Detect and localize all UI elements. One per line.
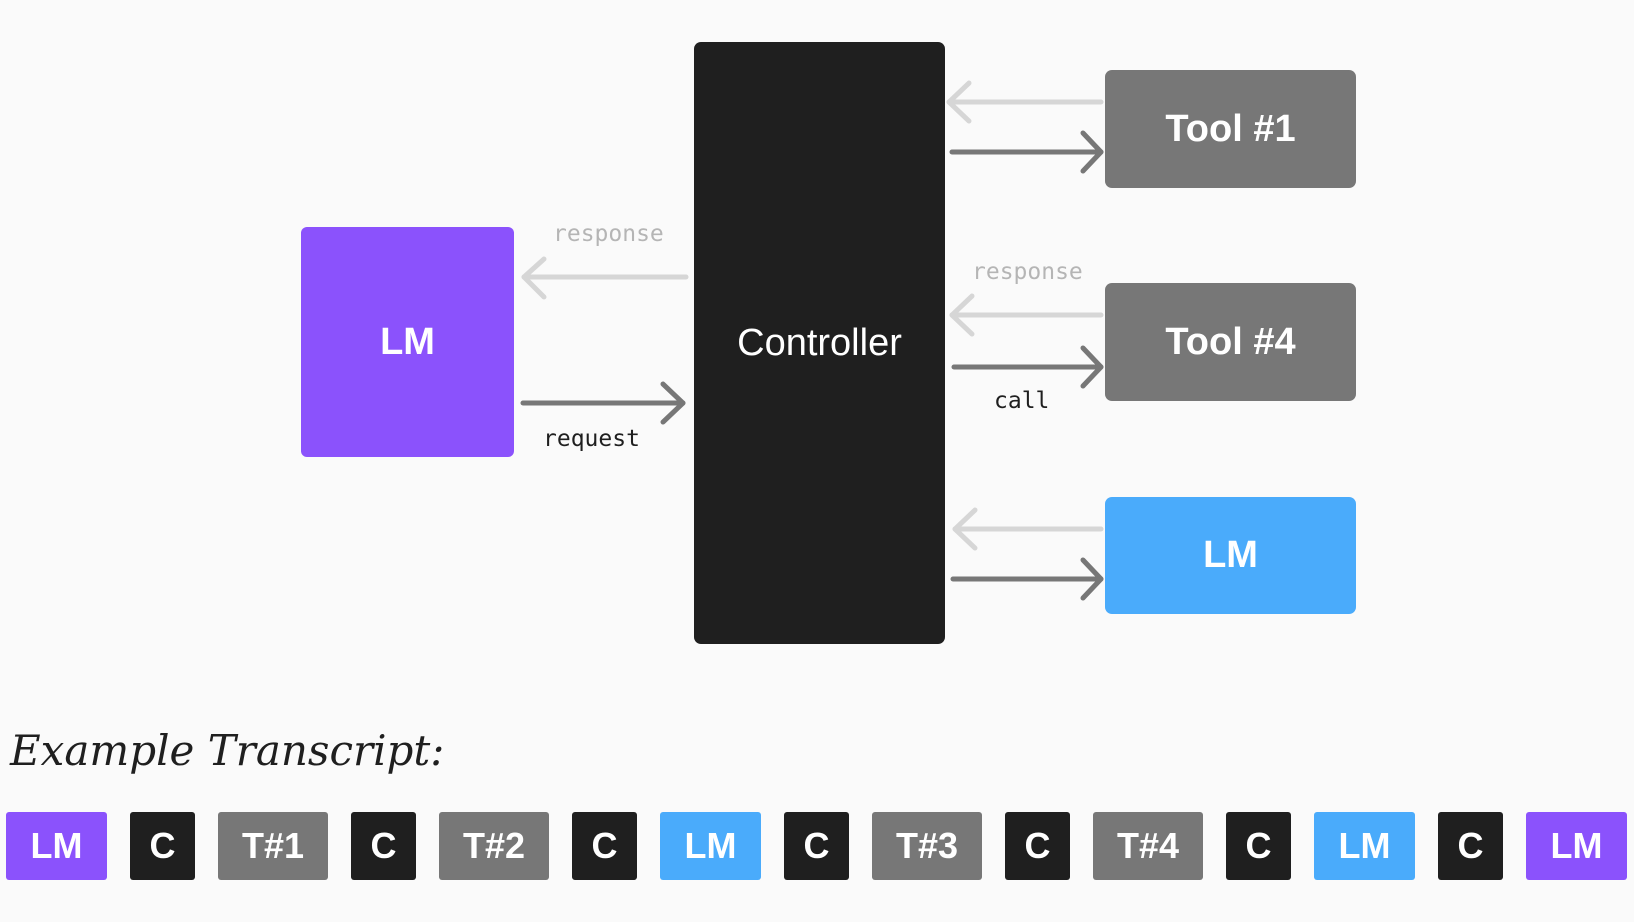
transcript-chip-controller: C [1226,812,1291,880]
transcript-chip-lm-secondary: LM [1314,812,1415,880]
transcript-chip-label: C [1457,825,1484,866]
transcript-chip-lm: LM [6,812,107,880]
transcript-chip-label: T#2 [462,825,526,866]
response-label-right: response [972,259,1083,285]
transcript-chip-tool: T#3 [872,812,982,880]
transcript-chip-label: C [1245,825,1272,866]
sub-lm-box-label: LM [1203,534,1258,576]
sub-lm-box: LM [1105,497,1356,614]
response-label-left: response [553,221,664,247]
call-arrow-to-sub-lm [950,557,1104,601]
transcript-chip-controller: C [1005,812,1070,880]
transcript-chip-tool: T#1 [218,812,328,880]
transcript-chip-controller: C [130,812,195,880]
transcript-chip-label: C [1024,825,1051,866]
transcript-chip-controller: C [784,812,849,880]
transcript-chip-label: C [149,825,176,866]
transcript-chip-label: T#4 [1116,825,1180,866]
transcript-chip-label: C [803,825,830,866]
transcript-chip-lm: LM [1526,812,1627,880]
tool-1-box: Tool #1 [1105,70,1356,188]
request-label: request [543,426,640,452]
transcript-chip-label: C [370,825,397,866]
tool-4-box: Tool #4 [1105,283,1356,401]
controller-box-label: Controller [737,321,902,364]
call-label: call [994,388,1050,414]
transcript-title: Example Transcript: [10,726,445,775]
call-arrow-to-tool-4 [951,345,1104,389]
response-arrow-from-sub-lm [952,507,1104,551]
transcript-chip-label: LM [684,825,737,866]
transcript-chip-label: LM [1550,825,1603,866]
transcript-chip-label: C [591,825,618,866]
transcript-chip-tool: T#4 [1093,812,1203,880]
transcript-chip-label: T#1 [241,825,305,866]
lm-box: LM [301,227,514,457]
response-arrow-from-tool-4 [949,293,1104,337]
transcript-chip-lm-secondary: LM [660,812,761,880]
call-arrow-to-tool-1 [949,130,1104,174]
controller-box: Controller [694,42,945,644]
transcript-row: LM C T#1 C T#2 C LM C T#3 C T#4 C LM C LM [0,812,1634,880]
transcript-chip-tool: T#2 [439,812,549,880]
response-arrow-to-lm [521,256,689,300]
lm-box-label: LM [380,320,435,363]
tool-1-box-label: Tool #1 [1165,107,1296,150]
tool-4-box-label: Tool #4 [1165,320,1296,363]
response-arrow-from-tool-1 [946,80,1104,124]
transcript-chip-controller: C [351,812,416,880]
transcript-chip-controller: C [572,812,637,880]
transcript-chip-controller: C [1438,812,1503,880]
request-arrow-to-controller [520,381,686,425]
transcript-chip-label: LM [30,825,83,866]
transcript-chip-label: T#3 [895,825,959,866]
transcript-chip-label: LM [1338,825,1391,866]
